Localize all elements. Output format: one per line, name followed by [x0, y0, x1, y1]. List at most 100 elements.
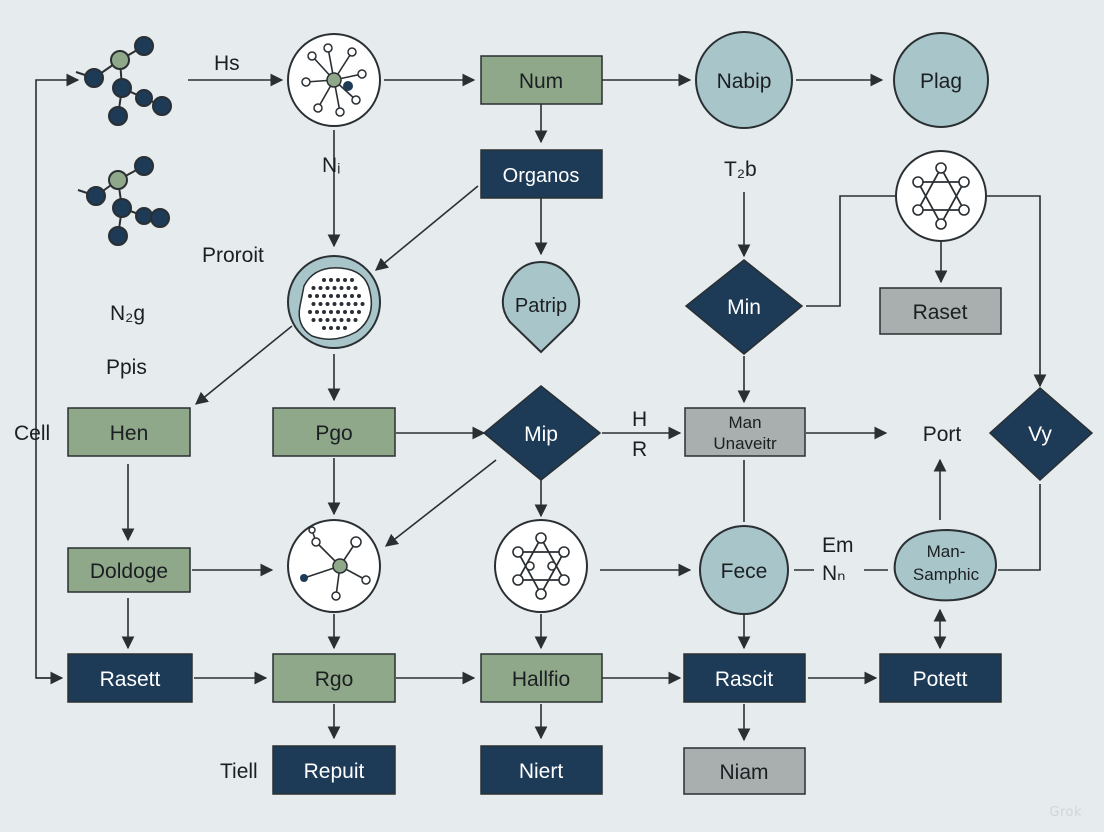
raset-node[interactable]: Raset: [879, 287, 1002, 335]
raset-label: Raset: [913, 301, 968, 324]
edge-proroit-to-hen: [195, 325, 293, 405]
niert-node[interactable]: Niert: [480, 745, 603, 795]
min-label: Min: [727, 296, 761, 319]
cell-dot: [325, 302, 330, 306]
cell-dot: [353, 286, 358, 290]
fece-label: Fece: [721, 560, 768, 583]
label-em: Em: [822, 534, 854, 557]
patrip-node[interactable]: Patrip: [501, 260, 581, 354]
star-molecule-circle-node: [895, 150, 987, 242]
cell-dot: [350, 278, 354, 282]
hallfio-node[interactable]: Hallfio: [480, 653, 603, 703]
edge-min-to-star-loop: [806, 195, 898, 307]
hen-label: Hen: [110, 422, 149, 445]
cell-dot: [332, 302, 337, 306]
cell-dot: [308, 294, 312, 298]
molecule-icon: [77, 156, 170, 246]
label-hs: Hs: [214, 52, 240, 75]
cell-dot: [343, 278, 347, 282]
organos-label: Organos: [503, 165, 580, 187]
cell-dot: [339, 286, 344, 290]
label-r: R: [632, 438, 647, 461]
rgo-label: Rgo: [315, 668, 354, 691]
cell-dot: [322, 294, 326, 298]
potett-label: Potett: [913, 668, 968, 691]
network-circle-node: [287, 33, 381, 127]
man-unaveitr-node[interactable]: Man Unaveitr: [684, 407, 806, 457]
man-unaveitr-label-line1: Man: [728, 413, 761, 432]
plag-label: Plag: [920, 70, 962, 93]
man-samphic-node[interactable]: Man- Samphic: [893, 528, 998, 602]
label-nn: Nₙ: [822, 562, 846, 585]
network-circle-node: [287, 519, 381, 613]
vy-label: Vy: [1028, 423, 1052, 446]
edge-organos-to-proroit: [375, 185, 479, 271]
label-n-sub: Nᵢ: [322, 154, 340, 177]
cell-dot: [325, 286, 330, 290]
patrip-label: Patrip: [515, 295, 567, 317]
doldoge-node[interactable]: Doldoge: [67, 547, 191, 593]
man-samphic-label-line2: Samphic: [913, 565, 980, 584]
cell-dot: [357, 310, 361, 314]
watermark-logo: Grok: [1049, 805, 1082, 820]
min-diamond-node[interactable]: Min: [684, 259, 804, 355]
man-samphic-label-line1: Man-: [927, 542, 966, 561]
cell-dot: [322, 278, 326, 282]
star-molecule-circle-node: [494, 519, 588, 613]
edge-samphic-to-vy: [998, 484, 1041, 571]
cell-dot: [343, 294, 347, 298]
cell-dot: [357, 294, 361, 298]
cell-dot: [336, 310, 340, 314]
rascit-node[interactable]: Rascit: [683, 653, 806, 703]
cell-dot: [318, 302, 323, 306]
cell-dot: [318, 318, 323, 322]
label-cell: Cell: [14, 422, 50, 445]
label-proroit: Proroit: [202, 244, 264, 267]
man-unaveitr-label-line2: Unaveitr: [713, 434, 777, 453]
rasett-node[interactable]: Rasett: [67, 653, 193, 703]
repuit-node[interactable]: Repuit: [272, 745, 396, 795]
cell-dot: [360, 302, 365, 306]
molecule-icon: [75, 36, 172, 126]
plag-node[interactable]: Plag: [893, 32, 989, 128]
niam-node[interactable]: Niam: [683, 747, 806, 795]
fece-node[interactable]: Fece: [699, 525, 789, 615]
port-label: Port: [923, 423, 962, 446]
edge-star-to-vy: [986, 195, 1047, 388]
label-n2g: N₂g: [110, 302, 145, 325]
cell-dot: [343, 310, 347, 314]
hen-node[interactable]: Hen: [67, 407, 191, 457]
num-node[interactable]: Num: [480, 55, 603, 105]
hallfio-label: Hallfio: [512, 668, 570, 691]
cell-dot: [353, 302, 358, 306]
vy-diamond-node[interactable]: Vy: [988, 386, 1094, 482]
repuit-label: Repuit: [304, 760, 365, 783]
nabip-label: Nabip: [717, 70, 772, 93]
organos-node[interactable]: Organos: [480, 149, 603, 199]
cell-dot: [339, 302, 344, 306]
cell-dot: [329, 326, 333, 330]
cell-dot: [336, 278, 340, 282]
cell-dot: [350, 294, 354, 298]
cell-dot: [336, 326, 340, 330]
rgo-node[interactable]: Rgo: [272, 653, 396, 703]
cell-dot: [346, 302, 351, 306]
cell-dot: [308, 310, 312, 314]
cell-dot: [329, 294, 333, 298]
pgo-node[interactable]: Pgo: [272, 407, 396, 457]
nabip-node[interactable]: Nabip: [695, 31, 793, 129]
label-ppis: Ppis: [106, 356, 147, 379]
mip-diamond-node[interactable]: Mip: [482, 385, 602, 481]
cell-dot: [336, 294, 340, 298]
cell-dot: [339, 318, 344, 322]
cell-dot: [318, 286, 323, 290]
cell-dot: [329, 310, 333, 314]
cell-dot: [332, 286, 337, 290]
potett-node[interactable]: Potett: [879, 653, 1002, 703]
cell-dot: [325, 318, 330, 322]
label-h: H: [632, 408, 647, 431]
cell-dot: [353, 318, 358, 322]
connectors: [35, 73, 1047, 742]
niam-label: Niam: [719, 761, 768, 784]
